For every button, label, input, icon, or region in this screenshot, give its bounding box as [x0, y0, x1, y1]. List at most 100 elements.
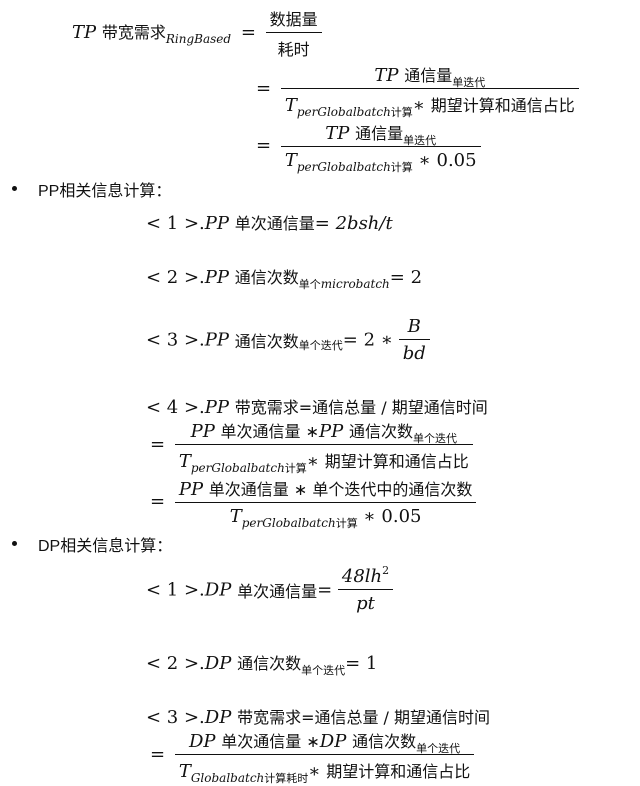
dp-l3-text: 带宽需求=通信总量 / 期望通信时间 — [237, 708, 491, 727]
pp-f1-num-var2: PP — [319, 421, 344, 442]
pp-f1-num-sub: 单个迭代 — [413, 432, 458, 445]
equals-sign: = — [256, 78, 272, 99]
pp-l3-index: < 3 >. — [146, 329, 205, 351]
dp-f-num-var1: DP — [189, 731, 216, 752]
pp-l4-var: PP — [204, 397, 230, 418]
pp-l3-fraction: B bd — [398, 316, 430, 364]
pp-l3-var: PP — [204, 329, 230, 351]
pp-line-3: < 3 >.PP 通信次数单个迭代= 2 ∗ B bd — [146, 316, 430, 364]
equals-sign: = — [150, 490, 166, 512]
tp-den-T: T — [284, 95, 297, 116]
tp-equation-line-3: = TP 通信量单迭代 TperGlobalbatch计算 ∗ 0.05 — [252, 120, 481, 174]
pp-l3-den: bd — [398, 339, 430, 364]
pp-f1-den-sub-var: perGlobalbatch — [190, 461, 285, 475]
dp-heading: DP相关信息计算： — [38, 538, 173, 555]
equals-sign: = — [240, 22, 256, 43]
equals-sign: = — [256, 134, 272, 156]
pp-f2-den-sub-cn: 计算 — [335, 517, 358, 530]
dp-l2-var: DP — [204, 653, 232, 674]
dp-l1-var: DP — [204, 579, 232, 601]
dp-bullet — [12, 541, 17, 546]
pp-l2-value: 2 — [410, 267, 423, 288]
tp-den-star: ∗ — [418, 150, 431, 171]
pp-l2-sub-cn: 单个 — [298, 278, 321, 291]
tp-num-text: 通信量 — [355, 124, 404, 143]
pp-l4-text: 带宽需求=通信总量 / 期望通信时间 — [234, 398, 488, 417]
pp-l4-index: < 4 >. — [146, 397, 205, 418]
dp-l2-text: 通信次数 — [237, 654, 302, 673]
tp-fraction-3: TP 通信量单迭代 TperGlobalbatch计算 ∗ 0.05 — [280, 120, 481, 174]
pp-l2-text: 通信次数 — [234, 268, 299, 287]
tp-equation-line-2: = TP 通信量单迭代 TperGlobalbatch计算∗ 期望计算和通信占比 — [252, 62, 579, 119]
tp-lhs-text: 带宽需求 — [101, 23, 166, 42]
pp-l3-num: B — [407, 316, 421, 337]
tp-fraction-2: TP 通信量单迭代 TperGlobalbatch计算∗ 期望计算和通信占比 — [280, 62, 579, 119]
tp-equation-line-1: TP 带宽需求RingBased = 数据量 耗时 — [72, 6, 322, 60]
pp-f1-num-text1: 单次通信量 ∗ — [220, 422, 320, 441]
tp-frac1-den: 耗时 — [265, 32, 322, 60]
pp-l1-value: 2bsh/t — [335, 213, 393, 234]
tp-den-sub-cn: 计算 — [390, 161, 413, 174]
dp-l1-fraction: 48lh2 pt — [337, 564, 394, 614]
dp-f-den-text: 期望计算和通信占比 — [326, 762, 471, 781]
pp-f1-den-sub-cn: 计算 — [284, 462, 307, 475]
tp-num-sub: 单迭代 — [452, 76, 486, 89]
pp-l2-index: < 2 >. — [146, 267, 205, 288]
pp-line-2: < 2 >.PP 通信次数单个microbatch= 2 — [146, 267, 423, 291]
pp-f2-num-var: PP — [178, 479, 204, 500]
dp-l3-var: DP — [204, 707, 232, 728]
dp-l2-value: 1 — [365, 653, 378, 674]
pp-line-4: < 4 >.PP 带宽需求=通信总量 / 期望通信时间 — [146, 394, 488, 418]
pp-f2-num-text: 单次通信量 ∗ 单个迭代中的通信次数 — [208, 480, 473, 499]
pp-f1-den-text: 期望计算和通信占比 — [324, 452, 469, 471]
dp-f-num-text1: 单次通信量 ∗ — [221, 732, 320, 751]
tp-var: TP — [72, 22, 97, 43]
tp-den-sub-cn: 计算 — [390, 106, 413, 119]
pp-f2-den-const: 0.05 — [381, 506, 422, 527]
dp-line-3: < 3 >.DP 带宽需求=通信总量 / 期望通信时间 — [146, 704, 490, 728]
dp-line-1: < 1 >.DP 单次通信量= 48lh2 pt — [146, 564, 394, 614]
dp-l1-index: < 1 >. — [146, 579, 205, 601]
pp-fraction-2: PP 单次通信量 ∗ 单个迭代中的通信次数 TperGlobalbatch计算 … — [174, 476, 477, 530]
pp-f1-num-var1: PP — [190, 421, 215, 442]
tp-den-const: 0.05 — [436, 150, 477, 171]
tp-frac1-num: 数据量 — [269, 10, 318, 29]
equals-sign: = — [150, 434, 166, 455]
dp-line-2: < 2 >.DP 通信次数单个迭代= 1 — [146, 653, 378, 677]
pp-l3-sub: 单个迭代 — [298, 339, 343, 352]
pp-formula-1: = PP 单次通信量 ∗PP 通信次数单个迭代 TperGlobalbatch计… — [146, 418, 473, 475]
dp-l1-sup: 2 — [382, 564, 390, 577]
pp-bullet — [12, 186, 17, 191]
dp-f-den-sub-cn: 计算耗时 — [264, 772, 309, 785]
pp-l1-eq: = — [314, 213, 330, 234]
tp-den-sub-var: perGlobalbatch — [296, 105, 391, 119]
dp-l3-index: < 3 >. — [146, 707, 205, 728]
tp-den-text: 期望计算和通信占比 — [430, 96, 575, 115]
equals-sign: = — [150, 744, 166, 765]
tp-num-var: TP — [325, 123, 350, 144]
pp-l2-sub-var: microbatch — [320, 277, 390, 291]
pp-heading: PP相关信息计算： — [38, 183, 172, 200]
pp-line-1: < 1 >.PP 单次通信量= 2bsh/t — [146, 210, 393, 234]
pp-l3-text: 通信次数 — [234, 332, 299, 351]
dp-f-num-text2: 通信次数 — [352, 732, 417, 751]
pp-l2-var: PP — [204, 267, 230, 288]
dp-l2-index: < 2 >. — [146, 653, 205, 674]
tp-fraction-1: 数据量 耗时 — [265, 6, 322, 60]
tp-num-var: TP — [374, 65, 399, 86]
pp-fraction-1: PP 单次通信量 ∗PP 通信次数单个迭代 TperGlobalbatch计算∗… — [174, 418, 473, 475]
pp-l1-var: PP — [204, 213, 230, 234]
pp-f1-num-text2: 通信次数 — [349, 422, 414, 441]
dp-formula: = DP 单次通信量 ∗DP 通信次数单个迭代 TGlobalbatch计算耗时… — [146, 728, 475, 785]
dp-l2-sub: 单个迭代 — [301, 664, 346, 677]
dp-f-den-sub-var: Globalbatch — [190, 771, 265, 785]
dp-l1-den: pt — [337, 589, 394, 614]
pp-f2-den-sub-var: perGlobalbatch — [241, 516, 336, 530]
pp-l3-value: 2 ∗ — [363, 329, 393, 351]
tp-lhs-sub: RingBased — [165, 32, 232, 46]
dp-f-num-sub: 单个迭代 — [416, 742, 461, 755]
dp-l1-num: 48lh — [341, 566, 383, 587]
pp-formula-2: = PP 单次通信量 ∗ 单个迭代中的通信次数 TperGlobalbatch计… — [146, 476, 477, 530]
pp-l1-index: < 1 >. — [146, 213, 205, 234]
tp-num-sub: 单迭代 — [403, 134, 437, 147]
